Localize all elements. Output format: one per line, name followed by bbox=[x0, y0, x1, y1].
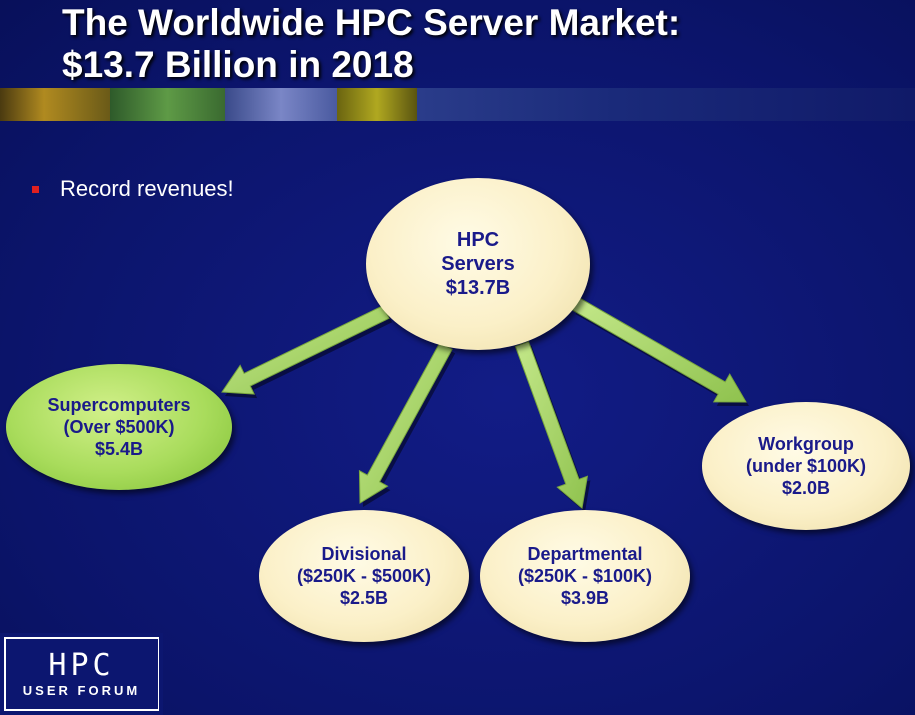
bullet-item: Record revenues! bbox=[32, 176, 234, 202]
node-divisional: Divisional ($250K - $500K) $2.5B bbox=[259, 510, 469, 642]
edge-arrow-divisional bbox=[358, 341, 453, 504]
logo-subtitle: USER FORUM bbox=[22, 683, 141, 698]
node-workgroup-value: $2.0B bbox=[781, 478, 831, 498]
node-divisional-line-2: ($250K - $500K) bbox=[296, 566, 432, 586]
node-departmental-line-1: Departmental bbox=[527, 544, 643, 564]
stripe-segment-olive bbox=[337, 88, 417, 121]
slide-title-line-1: The Worldwide HPC Server Market: bbox=[62, 2, 681, 43]
node-supercomputers: Supercomputers (Over $500K) $5.4B bbox=[6, 364, 232, 490]
node-hpc-servers: HPC Servers $13.7B bbox=[366, 178, 590, 350]
logo-inner: HPC USER FORUM bbox=[5, 639, 158, 709]
slide-title-line-2: $13.7 Billion in 2018 bbox=[62, 44, 414, 85]
decorative-stripe bbox=[0, 88, 915, 121]
stripe-segment-green bbox=[110, 88, 225, 121]
node-workgroup-line-1: Workgroup bbox=[758, 434, 854, 454]
node-hpc-servers-line-1: HPC bbox=[456, 229, 500, 251]
edge-arrow-departmental bbox=[514, 340, 589, 509]
node-workgroup: Workgroup (under $100K) $2.0B bbox=[702, 402, 910, 530]
node-departmental-line-2: ($250K - $100K) bbox=[517, 566, 653, 586]
node-departmental-value: $3.9B bbox=[560, 588, 610, 608]
node-supercomputers-line-2: (Over $500K) bbox=[63, 417, 175, 437]
edge-arrow-supercomputers bbox=[221, 305, 390, 395]
node-divisional-value: $2.5B bbox=[339, 588, 389, 608]
node-workgroup-line-2: (under $100K) bbox=[745, 456, 867, 476]
edge-arrow-workgroup bbox=[571, 297, 747, 403]
node-divisional-line-1: Divisional bbox=[321, 544, 407, 564]
bullet-text: Record revenues! bbox=[60, 176, 234, 201]
node-departmental: Departmental ($250K - $100K) $3.9B bbox=[480, 510, 690, 642]
node-hpc-servers-line-2: Servers bbox=[441, 253, 515, 275]
slide-title: The Worldwide HPC Server Market: $13.7 B… bbox=[62, 2, 902, 86]
bullet-marker-icon bbox=[32, 185, 39, 193]
logo-mark: HPC bbox=[48, 648, 115, 683]
stripe-segment-lavender bbox=[225, 88, 337, 121]
stripe-segment-blue bbox=[417, 88, 915, 121]
node-supercomputers-line-1: Supercomputers bbox=[47, 395, 191, 415]
node-hpc-servers-value: $13.7B bbox=[445, 277, 511, 299]
hpc-user-forum-logo: HPC USER FORUM bbox=[0, 633, 163, 715]
stripe-segment-gold bbox=[0, 88, 110, 121]
node-supercomputers-value: $5.4B bbox=[94, 439, 144, 459]
